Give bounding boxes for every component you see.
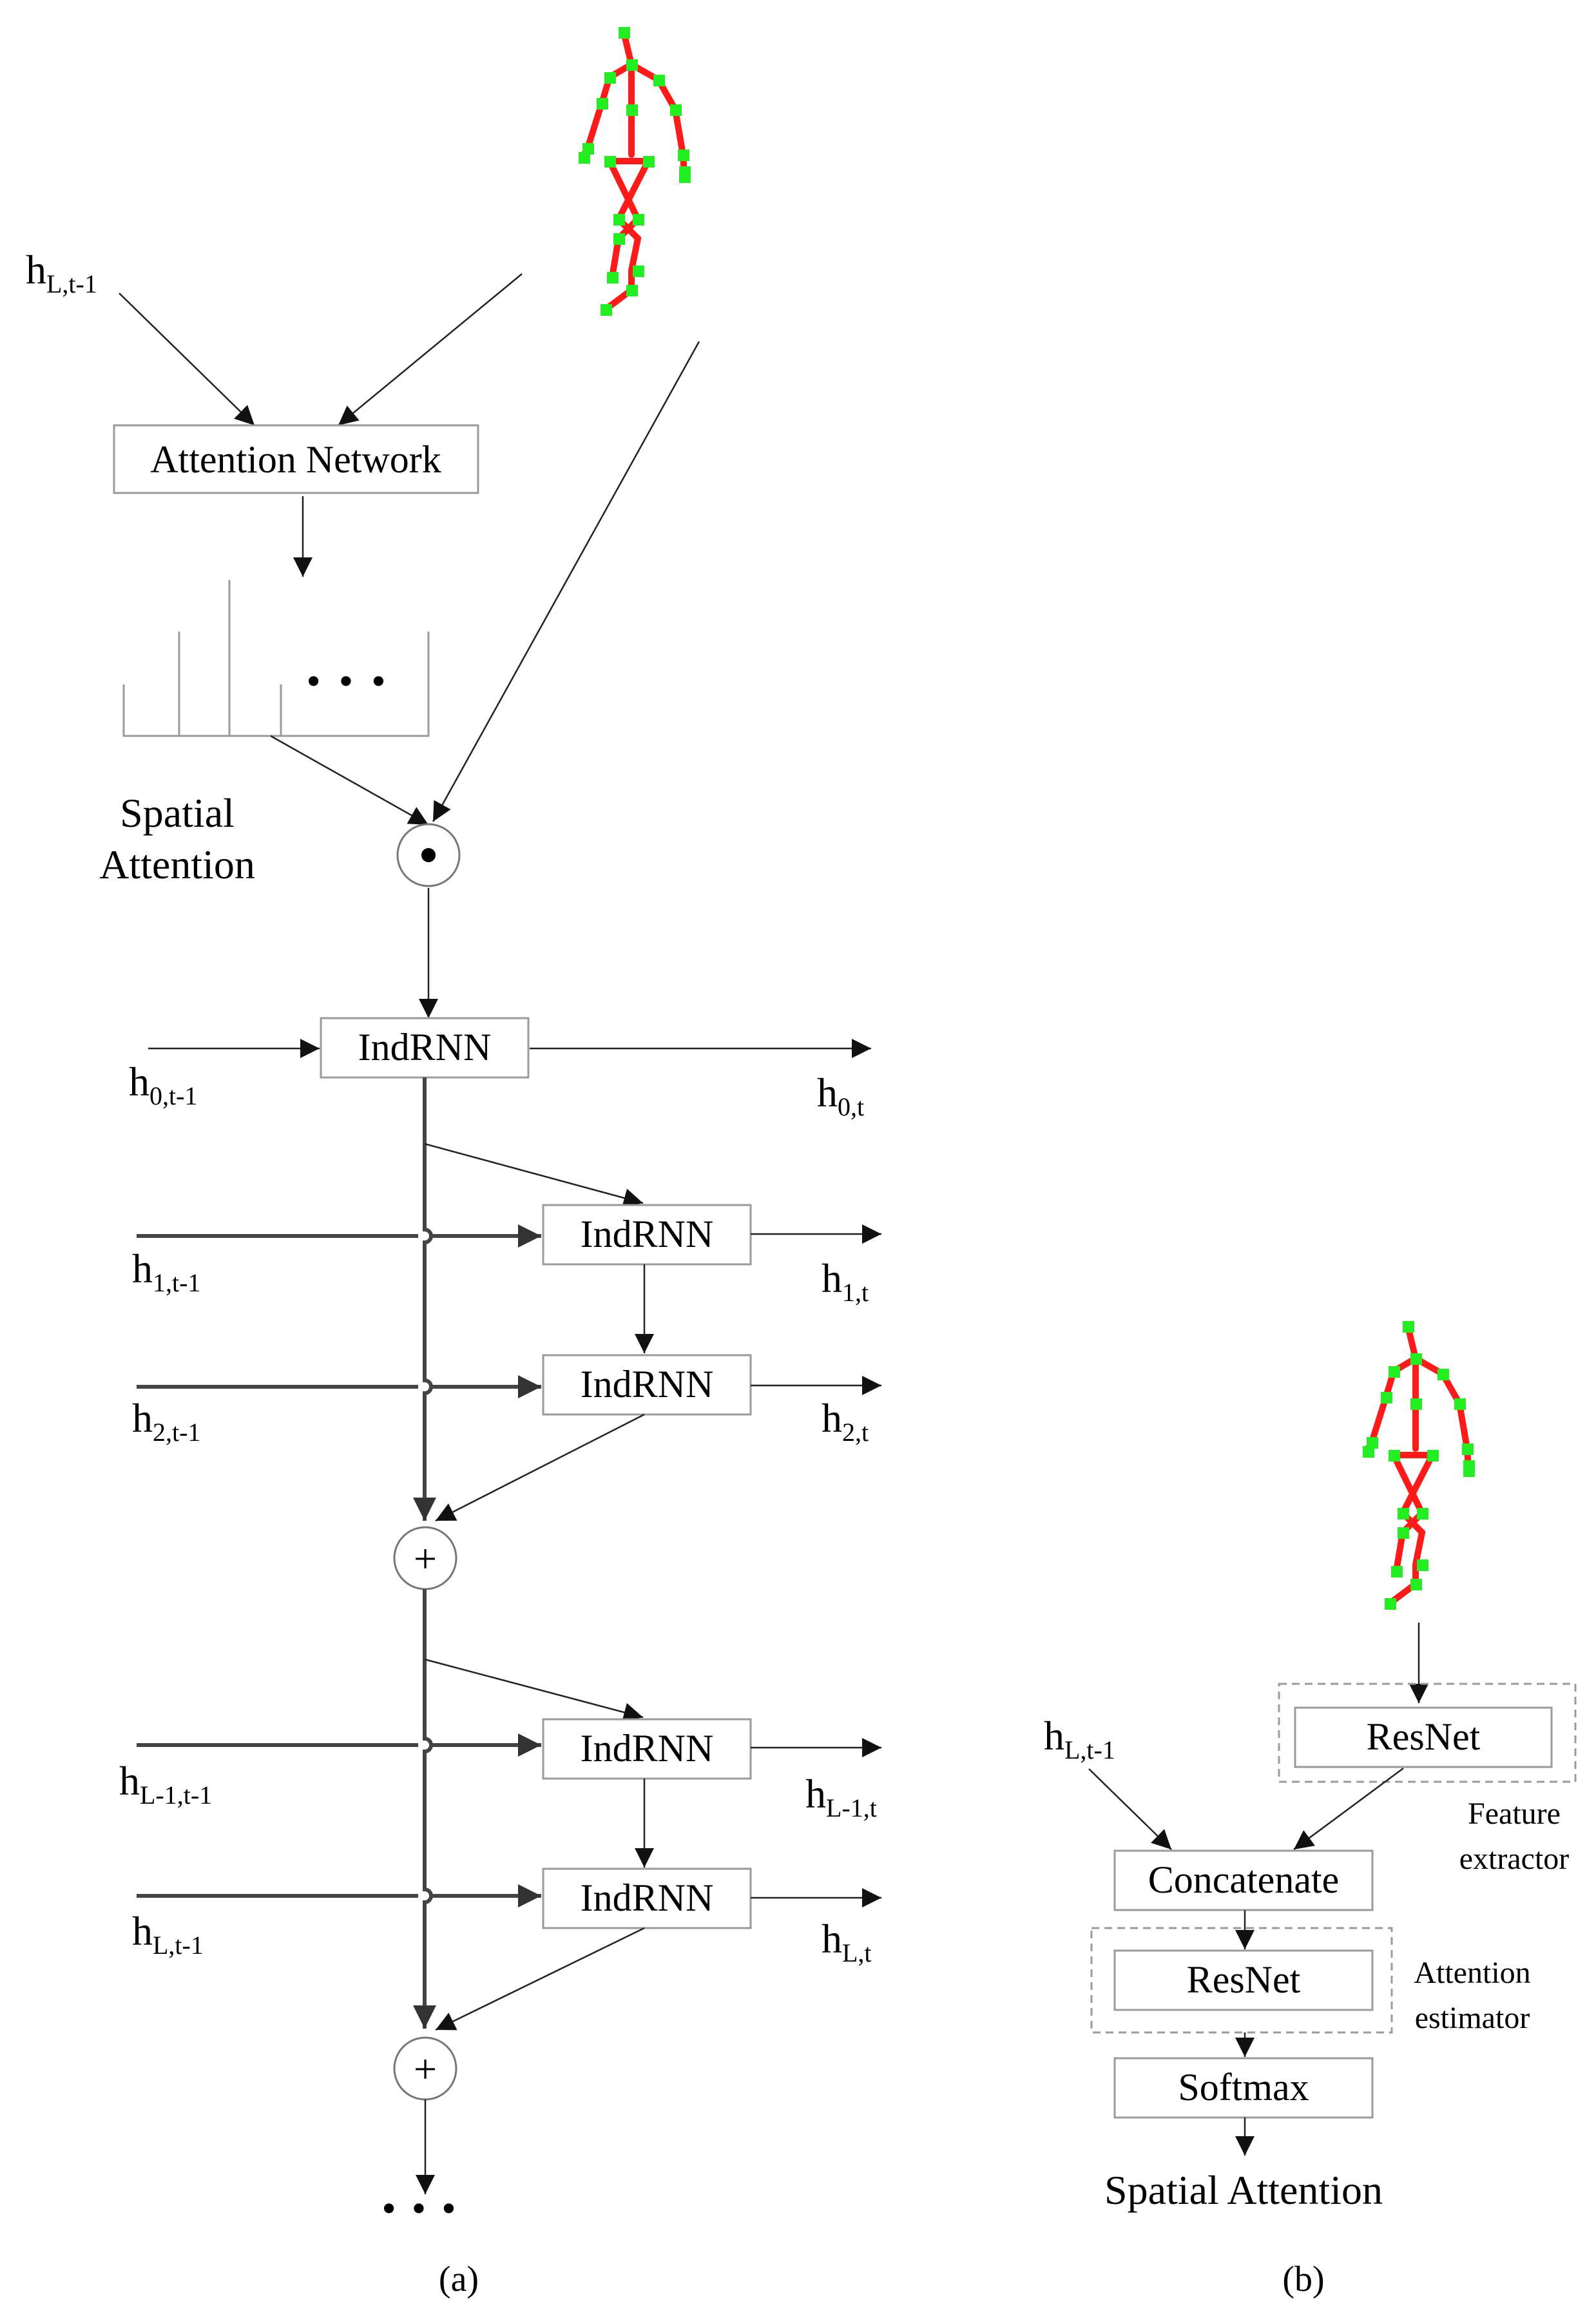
softmax-box	[1113, 2057, 1374, 2119]
hL-1-output-label: hL-1,t	[805, 1771, 877, 1822]
attention-estimator-group	[1090, 1927, 1393, 2034]
bars-ellipsis: • • •	[306, 658, 389, 704]
continuation-ellipsis: • • •	[381, 2185, 458, 2231]
residual-trunk-2	[413, 1589, 436, 2029]
skeleton-icon	[579, 27, 691, 316]
attention-estimator-label-1: Attention	[1414, 1956, 1530, 1990]
caption-b: (b)	[1282, 2259, 1324, 2299]
arrow-indrnn2-to-sum1	[435, 1413, 645, 1522]
sum-node-1-glyph: +	[414, 1536, 437, 1581]
arrow-branch-indrnn1	[424, 1143, 644, 1208]
indrnn-label-1: IndRNN	[581, 1213, 714, 1255]
resnet-attention-box	[1113, 1949, 1374, 2011]
indrnn-label-l-minus-1: IndRNN	[581, 1727, 714, 1770]
h2-input-label: h2,t-1	[132, 1395, 200, 1447]
resnet-attention-label: ResNet	[1187, 1958, 1301, 2001]
h0-input-label: h0,t-1	[129, 1059, 197, 1110]
indrnn-label-l: IndRNN	[581, 1877, 714, 1919]
arrow-branch-indrnnL-1	[424, 1658, 644, 1722]
indrnn-box-2	[542, 1354, 752, 1416]
feature-extractor-label-2: extractor	[1459, 1842, 1570, 1876]
hL-output-label: hL,t	[822, 1916, 872, 1967]
hL-1-input-label: hL-1,t-1	[119, 1758, 212, 1809]
indrnn-box-0	[320, 1017, 530, 1079]
arrow-resnet-to-concat	[1293, 1767, 1404, 1851]
attention-network-box	[113, 424, 479, 494]
caption-a: (a)	[439, 2259, 479, 2299]
arrow-h-to-attention	[119, 293, 255, 426]
hidden-state-input-top: hL,t-1	[26, 247, 97, 298]
sum-node-2-glyph: +	[414, 2046, 437, 2092]
softmax-label: Softmax	[1178, 2066, 1309, 2109]
h1-input-label: h1,t-1	[132, 1246, 200, 1297]
indrnn-label-0: IndRNN	[358, 1026, 492, 1068]
arrow-indrnnL-to-sum2	[435, 1927, 645, 2031]
resnet-feature-box	[1294, 1706, 1553, 1768]
feature-extractor-group	[1278, 1683, 1577, 1783]
indrnn-box-1	[542, 1204, 752, 1266]
b-hidden-state-input: hL,t-1	[1044, 1713, 1115, 1764]
attention-network-label: Attention Network	[150, 438, 441, 481]
indrnn-box-l	[542, 1867, 752, 1929]
feature-extractor-label-1: Feature	[1468, 1797, 1561, 1831]
attention-estimator-label-2: estimator	[1415, 2001, 1530, 2035]
concatenate-label: Concatenate	[1148, 1858, 1340, 1901]
indrnn-label-2: IndRNN	[581, 1363, 714, 1405]
spatial-attention-label-1: Spatial	[120, 790, 235, 836]
arrow-bars-to-product	[270, 735, 429, 826]
resnet-feature-label: ResNet	[1367, 1715, 1481, 1758]
spatial-attention-label-2: Attention	[99, 842, 255, 887]
hL-input-label: hL,t-1	[132, 1908, 204, 1960]
residual-trunk-1	[413, 1077, 436, 1521]
skeleton-icon-b	[1363, 1321, 1475, 1610]
h2-output-label: h2,t	[822, 1395, 869, 1447]
arrow-skeleton-to-attention	[338, 273, 523, 426]
arrow-skeleton-to-product	[432, 341, 700, 822]
indrnn-box-l-minus-1	[542, 1718, 752, 1780]
h1-output-label: h1,t	[822, 1255, 869, 1307]
arrow-h-to-concat	[1088, 1768, 1172, 1850]
panel-a: hL,t-1 Attention Network • • • Spatial A…	[26, 27, 881, 2299]
product-dot	[421, 848, 436, 862]
concatenate-box	[1113, 1849, 1374, 1911]
spatial-attention-output: Spatial Attention	[1104, 2167, 1383, 2213]
h0-output-label: h0,t	[817, 1070, 864, 1121]
panel-b: ResNet Feature extractor hL,t-1 Concaten…	[1044, 1321, 1577, 2299]
attention-weights-bars	[122, 580, 430, 737]
